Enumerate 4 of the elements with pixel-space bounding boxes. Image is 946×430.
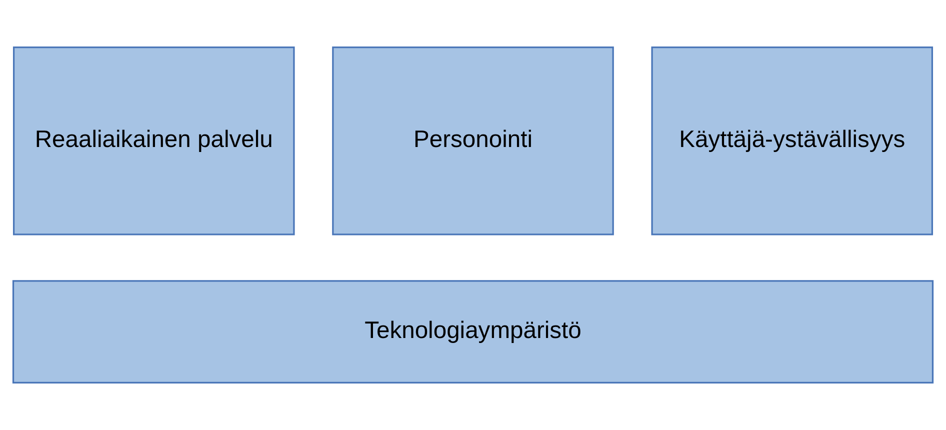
node-box: Teknologiaympäristö bbox=[12, 280, 934, 384]
node-box: Reaaliaikainen palvelu bbox=[12, 46, 295, 236]
node-box: Personointi bbox=[332, 46, 614, 236]
node-box: Käyttäjä-ystävällisyys bbox=[651, 46, 934, 236]
